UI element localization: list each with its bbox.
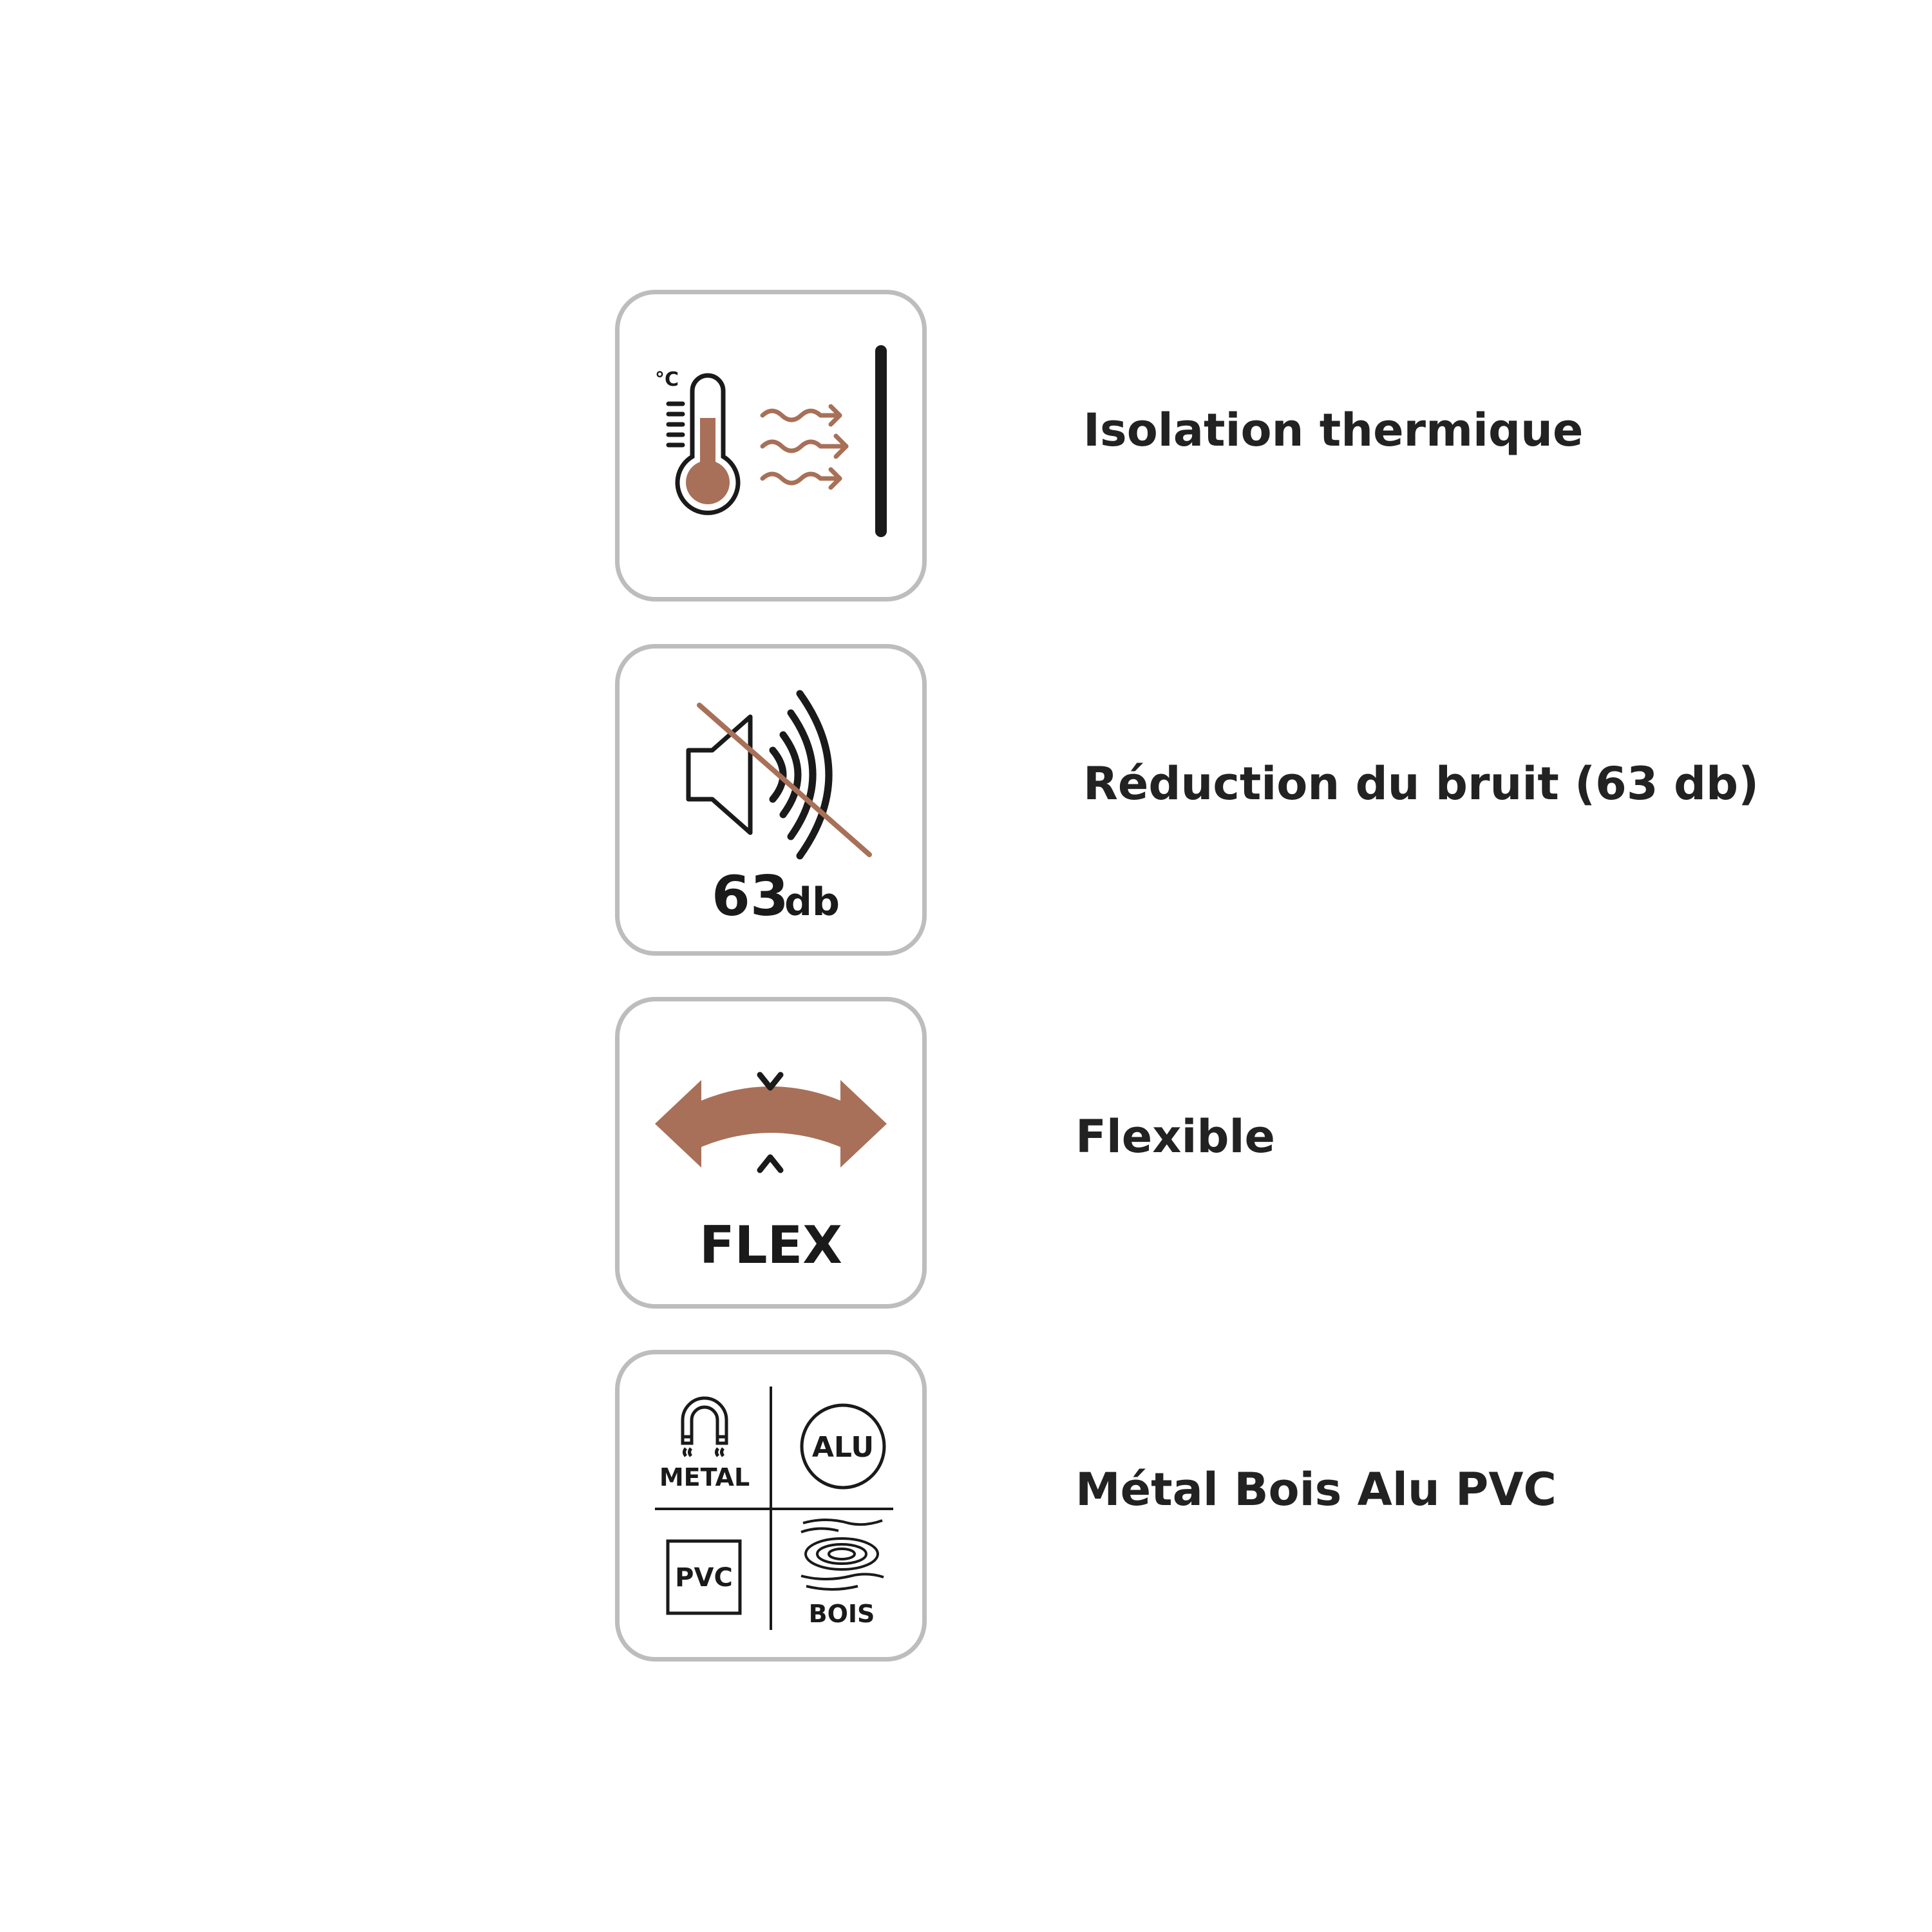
material-bois-label: BOIS bbox=[809, 1600, 875, 1628]
materials-tile: METAL ALU PVC BOIS bbox=[615, 1350, 927, 1662]
flex-badge-text: FLEX bbox=[699, 1215, 842, 1275]
thermal-insulation-tile: °C bbox=[615, 290, 927, 601]
grid-divider-icon bbox=[655, 1387, 893, 1630]
material-pvc-label: PVC bbox=[675, 1563, 733, 1593]
flex-arrows-icon: FLEX bbox=[655, 1072, 887, 1275]
thermometer-scale-icon bbox=[666, 401, 685, 448]
heat-wave-arrows-icon bbox=[760, 404, 849, 490]
thermometer-icon bbox=[675, 373, 741, 515]
noise-badge-unit: db bbox=[784, 880, 840, 925]
material-metal-label: METAL bbox=[659, 1463, 750, 1492]
pvc-square-icon bbox=[666, 1539, 742, 1615]
speaker-icon bbox=[686, 714, 753, 835]
noise-reduction-tile: 63 db bbox=[615, 644, 927, 956]
double-arrow-icon bbox=[655, 1080, 887, 1168]
feature-label-flexible: Flexible bbox=[1075, 1110, 1276, 1163]
compress-chevrons-icon bbox=[757, 1072, 784, 1173]
magnet-icon bbox=[681, 1396, 728, 1457]
noise-badge-value: 63 bbox=[712, 864, 789, 929]
celsius-unit-label: °C bbox=[655, 368, 679, 391]
feature-label-thermal-insulation: Isolation thermique bbox=[1083, 404, 1584, 457]
alu-circle-icon bbox=[800, 1403, 886, 1490]
sound-waves-icon bbox=[769, 690, 833, 860]
material-alu-label: ALU bbox=[812, 1431, 874, 1464]
flexible-tile: FLEX bbox=[615, 997, 927, 1309]
speaker-muted-icon: 63 db bbox=[686, 690, 872, 929]
wood-grain-icon bbox=[800, 1519, 884, 1591]
feature-label-materials: Métal Bois Alu PVC bbox=[1075, 1463, 1557, 1516]
mute-slash-icon bbox=[697, 703, 872, 857]
thermometer-heat-wall-icon: °C bbox=[655, 345, 887, 537]
feature-label-noise-reduction: Réduction du bruit (63 db) bbox=[1083, 757, 1759, 810]
materials-grid-icon: METAL ALU PVC BOIS bbox=[655, 1387, 893, 1630]
